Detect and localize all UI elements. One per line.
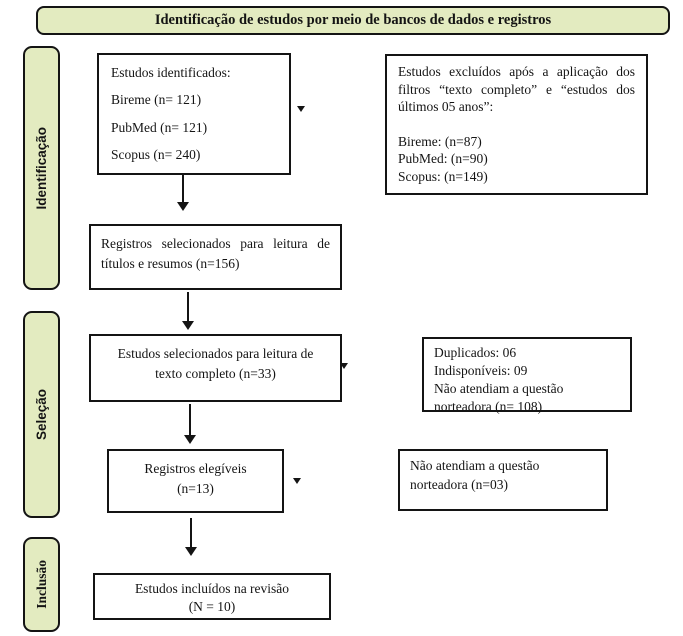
exclusion-count: norteadora (n=03) (410, 476, 508, 492)
box-text-line1: Estudos incluídos na revisão (134, 581, 290, 596)
small-arrowhead-icon (340, 363, 348, 369)
box-text-line2: (N = 10) (188, 599, 236, 615)
header-title: Identificação de estudos por meio de ban… (154, 12, 552, 28)
box-records-screened: Registros selecionados para leitura de t… (89, 224, 342, 290)
exclusion-reason: Estudos excluídos após a aplicação dos f… (398, 64, 635, 115)
header-banner: Identificação de estudos por meio de ban… (36, 6, 670, 35)
source-count: Scopus (n= 240) (111, 147, 201, 163)
arrow-down-screened-to-fulltext (182, 292, 194, 330)
box-text: Registros selecionados para leitura de t… (101, 236, 330, 272)
arrow-down-fulltext-to-eligible (184, 404, 196, 444)
source-count: PubMed: (n=90) (398, 151, 488, 167)
source-count: Scopus: (n=149) (398, 168, 488, 184)
box-fulltext-selected: Estudos selecionados para leitura de tex… (89, 334, 342, 402)
box-text-line2: texto completo (n=33) (155, 366, 276, 382)
box-studies-identified: Estudos identificados: Bireme (n= 121) P… (97, 53, 291, 175)
small-arrowhead-icon (293, 478, 301, 484)
source-count: PubMed (n= 121) (111, 119, 208, 135)
stage-label-text: Seleção (34, 388, 49, 441)
stage-label-identificacao: Identificação (23, 46, 60, 290)
arrow-down-eligible-to-included (185, 518, 197, 556)
box-text-line2: (n=13) (177, 480, 214, 496)
source-count: Bireme: (n=87) (398, 133, 482, 149)
stage-label-text: Identificação (34, 126, 49, 210)
arrow-down-identified-to-screened (177, 175, 189, 211)
stage-label-text: Inclusão (33, 560, 49, 609)
exclusion-count: Duplicados: 06 (434, 345, 517, 360)
box-studies-included: Estudos incluídos na revisão (N = 10) (93, 573, 331, 620)
exclusion-count: Não atendiam a questão (410, 458, 540, 473)
box-text-line1: Estudos selecionados para leitura de (117, 346, 314, 361)
box-excluded-after-filters: Estudos excluídos após a aplicação dos f… (385, 54, 648, 195)
box-excluded-screening: Duplicados: 06 Indisponíveis: 09 Não ate… (422, 337, 632, 414)
exclusion-count: norteadora (n= 108) (434, 398, 543, 414)
box-excluded-eligibility: Não atendiam a questão norteadora (n=03) (398, 449, 608, 511)
small-arrowhead-icon (297, 106, 305, 112)
exclusion-count: Não atendiam a questão (434, 380, 564, 396)
box-title: Estudos identificados: (111, 65, 231, 80)
source-count: Bireme (n= 121) (111, 92, 202, 108)
box-text-line1: Registros elegíveis (144, 461, 247, 476)
exclusion-count: Indisponíveis: 09 (434, 362, 528, 378)
stage-label-selecao: Seleção (23, 311, 60, 518)
stage-label-inclusao: Inclusão (23, 537, 60, 632)
box-eligible-records: Registros elegíveis (n=13) (107, 449, 284, 513)
